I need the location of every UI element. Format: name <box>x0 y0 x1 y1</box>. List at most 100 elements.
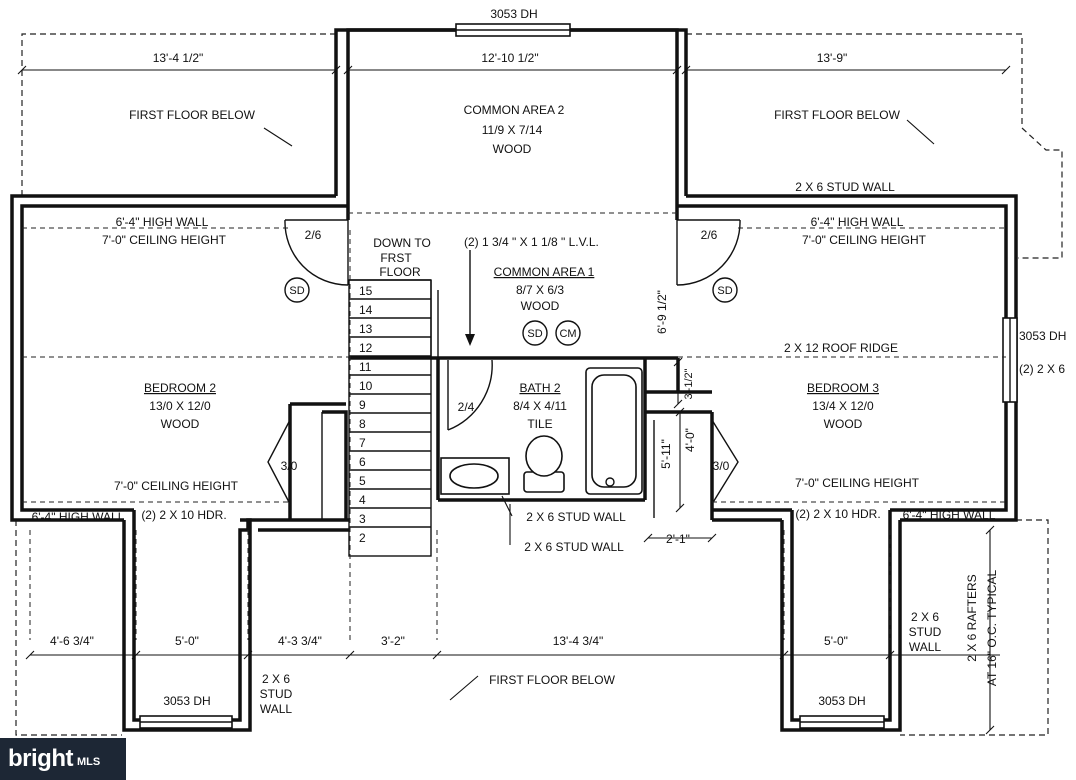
dim-top-left: 13'-4 1/2" <box>153 51 204 65</box>
dimension-tick <box>432 650 442 660</box>
labels: 3053 DH 13'-4 1/2" 12'-10 1/2" 13'-9" FI… <box>32 7 1067 716</box>
stair-step-number: 13 <box>359 322 373 336</box>
first-floor-below-left: FIRST FLOOR BELOW <box>129 108 255 122</box>
dimension-tick <box>17 65 27 75</box>
room-name-bedroom-3: BEDROOM 3 <box>807 381 879 395</box>
room-name-common-area-2: COMMON AREA 2 <box>464 103 565 117</box>
frst-label: FRST <box>380 251 412 265</box>
dimension-tick <box>675 407 685 417</box>
dimension-lines <box>17 65 1011 735</box>
hdr-right: (2) 2 X 10 HDR. <box>795 507 880 521</box>
dimension-tick <box>643 533 653 543</box>
first-floor-outline <box>15 33 1063 736</box>
watermark-suffix: MLS <box>76 756 101 768</box>
watermark-brand: bright <box>8 745 73 772</box>
co-monitor: CM <box>559 328 576 340</box>
dimension-tick <box>675 503 685 513</box>
dim-bottom-5: 13'-4 3/4" <box>553 634 604 648</box>
dim-top-mid: 12'-10 1/2" <box>481 51 538 65</box>
room-name-bedroom-2: BEDROOM 2 <box>144 381 216 395</box>
window-label-bottom-left: 3053 DH <box>163 694 210 708</box>
window-label-right: 3053 DH <box>1019 329 1066 343</box>
room-size-bedroom-2: 13/0 X 12/0 <box>149 399 211 413</box>
high-wall-left: 6'-4" HIGH WALL <box>116 215 209 229</box>
room-size-bath-2: 8/4 X 4/11 <box>513 399 567 413</box>
room-floor-bath-2: TILE <box>527 417 552 431</box>
room-name-common-area-1: COMMON AREA 1 <box>494 265 595 279</box>
stair-step-number: 11 <box>359 360 372 374</box>
room-size-common-area-2: 11/9 X 7/14 <box>482 123 543 137</box>
dim-bottom-1: 4'-6 3/4" <box>50 634 94 648</box>
dim-4-0: 4'-0" <box>683 428 697 452</box>
hdr-left: (2) 2 X 10 HDR. <box>141 508 226 522</box>
high-wall-right-lower: 6'-4" HIGH WALL <box>903 508 996 522</box>
smoke-detector-left: SD <box>289 285 304 297</box>
dimension-tick <box>779 650 789 660</box>
down-to-label: DOWN TO <box>373 236 431 250</box>
stair-step-number: 9 <box>359 398 366 412</box>
interior-walls <box>267 206 739 557</box>
stair-step-number: 7 <box>359 436 366 450</box>
stair-step-number: 5 <box>359 474 366 488</box>
dim-5-11: 5'-11" <box>659 439 673 469</box>
dimension-tick <box>673 357 683 367</box>
dim-bottom-3: 4'-3 3/4" <box>278 634 322 648</box>
stair-step-number: 10 <box>359 379 373 393</box>
stair-step-number: 14 <box>359 303 373 317</box>
ceiling-left: 7'-0" CEILING HEIGHT <box>102 233 227 247</box>
stud-left-line-3: WALL <box>260 702 293 716</box>
smoke-detector-right: SD <box>717 285 732 297</box>
first-floor-below-bottom: FIRST FLOOR BELOW <box>489 673 615 687</box>
dim-3-1: 3'-1/2" <box>683 368 695 399</box>
dimension-tick <box>885 650 895 660</box>
bath-fixtures <box>440 367 643 495</box>
stud-left-line-1: 2 X 6 <box>262 672 290 686</box>
stair-step-number: 8 <box>359 417 366 431</box>
room-size-bedroom-3: 13/4 X 12/0 <box>812 399 874 413</box>
rafters-line-1: 2 X 6 RAFTERS <box>965 574 979 661</box>
stair-step-number: 6 <box>359 455 366 469</box>
stud-right-line-3: WALL <box>909 640 942 654</box>
dim-2-1: 2'-1" <box>666 532 690 546</box>
stud-left-line-2: STUD <box>260 687 293 701</box>
dimension-tick <box>681 65 691 75</box>
dimension-tick <box>345 650 355 660</box>
room-floor-bedroom-2: WOOD <box>161 417 200 431</box>
lvl-beam: (2) 1 3/4 " X 1 1/8 " L.V.L. <box>464 235 599 249</box>
roof-ridge: 2 X 12 ROOF RIDGE <box>784 341 898 355</box>
window-label-right-sub: (2) 2 X 6 <box>1019 362 1065 376</box>
dim-top-right: 13'-9" <box>817 51 848 65</box>
ceiling-right-lower: 7'-0" CEILING HEIGHT <box>795 476 920 490</box>
stud-wall-bath-2: 2 X 6 STUD WALL <box>524 540 624 554</box>
brightmls-watermark: bright MLS <box>0 738 126 780</box>
stair-step-number: 2 <box>359 531 366 545</box>
room-name-bath-2: BATH 2 <box>519 381 560 395</box>
stud-wall-bath-1: 2 X 6 STUD WALL <box>526 510 626 524</box>
high-wall-right: 6'-4" HIGH WALL <box>811 215 904 229</box>
high-wall-left-lower: 6'-4" HIGH WALL <box>32 510 125 524</box>
dim-vertical-69: 6'-9 1/2" <box>655 290 669 334</box>
bath-door: 2/4 <box>458 400 475 414</box>
first-floor-below-right: FIRST FLOOR BELOW <box>774 108 900 122</box>
room-floor-bedroom-3: WOOD <box>824 417 863 431</box>
stair-step-number: 15 <box>359 284 373 298</box>
dimension-tick <box>985 525 995 535</box>
smoke-detector-center: SD <box>527 328 542 340</box>
window-label-top: 3053 DH <box>490 7 537 21</box>
stair-treads <box>349 279 431 528</box>
dimension-tick <box>707 533 717 543</box>
dim-bottom-2: 5'-0" <box>175 634 199 648</box>
rafters-line-2: AT 16" O.C. TYPICAL <box>985 570 999 687</box>
dimension-tick <box>343 65 353 75</box>
dimension-tick <box>331 65 341 75</box>
room-size-common-area-1: 8/7 X 6/3 <box>516 283 564 297</box>
dim-bottom-6: 5'-0" <box>824 634 848 648</box>
door-right: 2/6 <box>701 228 718 242</box>
ceiling-right: 7'-0" CEILING HEIGHT <box>802 233 927 247</box>
dimension-tick <box>672 65 682 75</box>
dimension-tick <box>131 650 141 660</box>
stud-wall-top-right: 2 X 6 STUD WALL <box>795 180 895 194</box>
doors <box>284 219 741 431</box>
